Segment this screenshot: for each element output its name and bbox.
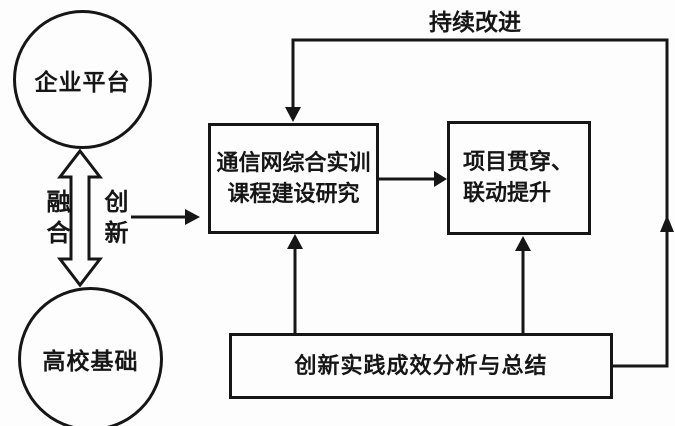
feedback-loop-up-head	[660, 215, 674, 232]
box1-line2: 课程建设研究	[227, 181, 360, 207]
node-enterprise-platform-label: 企业平台	[34, 69, 131, 96]
arrow-bottom-to-box1-head	[287, 234, 303, 249]
arrow-to-box1-head	[185, 209, 200, 225]
bottom-box-label: 创新实践成效分析与总结	[294, 353, 548, 379]
box1-line1: 通信网综合实训	[216, 150, 371, 176]
arrow-box1-to-box2-head	[434, 171, 447, 187]
edge-label-innovation: 创新	[100, 189, 128, 251]
node-project-linkage-improvement: 项目贯穿、 联动提升	[447, 121, 591, 235]
node-enterprise-platform: 企业平台	[13, 10, 152, 149]
box2-line1: 项目贯穿、	[463, 150, 574, 175]
edge-label-fusion: 融合	[42, 189, 70, 251]
node-practice-analysis-summary: 创新实践成效分析与总结	[229, 333, 613, 399]
box2-line2: 联动提升	[463, 181, 552, 206]
double-arrow-fusion-innovation	[56, 148, 104, 288]
node-course-construction-research: 通信网综合实训 课程建设研究	[208, 123, 379, 234]
feedback-loop-down-head	[285, 107, 301, 122]
arrow-bottom-to-box2-head	[515, 236, 531, 251]
node-university-foundation-label: 高校基础	[42, 349, 139, 375]
feedback-loop-path	[291, 38, 669, 368]
loop-label-continuous-improvement: 持续改进	[429, 10, 521, 36]
node-university-foundation: 高校基础	[18, 287, 163, 426]
